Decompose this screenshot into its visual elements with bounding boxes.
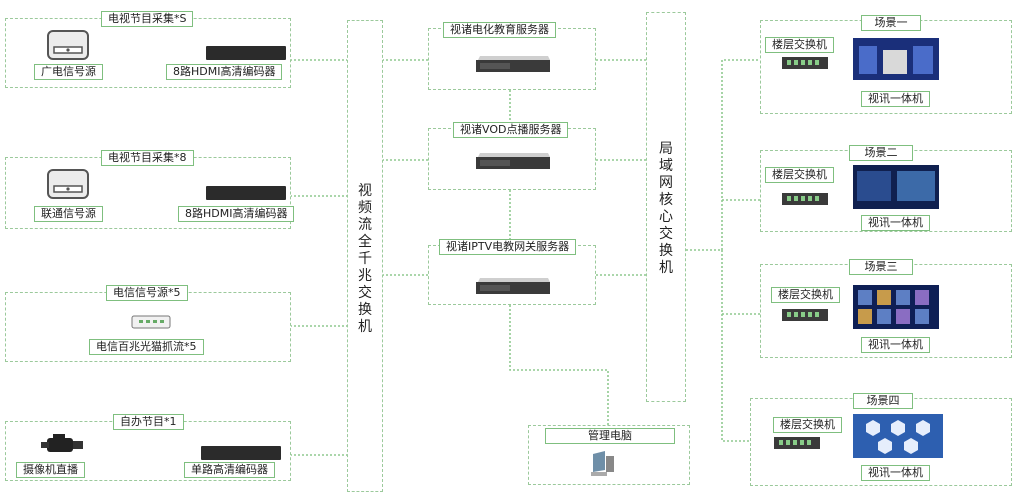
device-label: 电信百兆光猫抓流*5 — [89, 339, 204, 355]
encoder-device-icon — [201, 446, 281, 460]
rack-server-icon — [476, 278, 550, 294]
group-tv-capture-2: 电视节目采集*8 联通信号源 8路HDMI高清编码器 — [5, 150, 295, 229]
floor-switch-icon — [782, 193, 828, 205]
group-telecom-source: 电信信号源*5 电信百兆光猫抓流*5 — [5, 285, 291, 362]
terminal-label: 视讯一体机 — [861, 337, 930, 353]
encoder-device-icon — [206, 46, 286, 60]
computer-icon — [591, 451, 614, 476]
optical-modem-icon — [131, 315, 171, 329]
video-switch-label: 视频流全千兆交换机 — [358, 183, 372, 335]
source-label: 摄像机直播 — [16, 462, 85, 478]
terminal-label: 视讯一体机 — [861, 465, 930, 481]
floor-switch-label: 楼层交换机 — [773, 417, 842, 433]
floor-switch-icon — [782, 309, 828, 321]
video-gigabit-switch: 视频流全千兆交换机 — [347, 20, 383, 492]
server-vod: 视诸VOD点播服务器 — [428, 122, 596, 190]
scene-2: 场景二 楼层交换机 视讯一体机 — [760, 145, 1012, 232]
scene-3: 场景三 楼层交换机 视讯一体机 — [760, 259, 1012, 358]
device-label: 8路HDMI高清编码器 — [166, 64, 283, 80]
scene-4: 场景四 楼层交换机 视讯一体机 — [750, 393, 1012, 486]
scene-title: 场景二 — [849, 145, 913, 161]
signal-source-icon — [47, 30, 89, 60]
rack-server-icon — [476, 153, 550, 169]
scene-title: 场景三 — [849, 259, 913, 275]
device-label: 单路高清编码器 — [184, 462, 275, 478]
scene-1: 场景一 楼层交换机 视讯一体机 — [760, 15, 1012, 114]
group-self-program: 自办节目*1 摄像机直播 单路高清编码器 — [5, 414, 291, 481]
video-terminal-screen-icon — [853, 285, 939, 329]
terminal-label: 视讯一体机 — [861, 91, 930, 107]
admin-pc-label: 管理电脑 — [545, 428, 675, 444]
group-tv-capture-1: 电视节目采集*S 广电信号源 8路HDMI高清编码器 — [5, 11, 291, 88]
scene-title: 场景一 — [861, 15, 921, 31]
video-camera-icon — [41, 434, 83, 452]
server-education: 视诸电化教育服务器 — [428, 22, 596, 90]
server-iptv-gateway: 视诸IPTV电教网关服务器 — [428, 239, 596, 305]
admin-pc: 管理电脑 — [528, 425, 690, 485]
group-title: 自办节目*1 — [113, 414, 184, 430]
server-label: 视诸电化教育服务器 — [443, 22, 556, 38]
group-title: 电信信号源*5 — [106, 285, 188, 301]
source-label: 联通信号源 — [34, 206, 103, 222]
video-terminal-screen-icon — [853, 165, 939, 209]
server-label: 视诸VOD点播服务器 — [453, 122, 569, 138]
core-switch-label: 局域网核心交换机 — [659, 141, 673, 276]
floor-switch-icon — [782, 57, 828, 69]
lan-core-switch: 局域网核心交换机 — [646, 12, 686, 402]
floor-switch-icon — [774, 437, 820, 449]
signal-source-icon — [47, 169, 89, 199]
group-title: 电视节目采集*8 — [101, 150, 194, 166]
floor-switch-label: 楼层交换机 — [771, 287, 840, 303]
terminal-label: 视讯一体机 — [861, 215, 930, 231]
video-terminal-screen-icon — [853, 414, 943, 458]
source-label: 广电信号源 — [34, 64, 103, 80]
video-terminal-screen-icon — [853, 38, 939, 80]
floor-switch-label: 楼层交换机 — [765, 167, 834, 183]
floor-switch-label: 楼层交换机 — [765, 37, 834, 53]
encoder-device-icon — [206, 186, 286, 200]
server-label: 视诸IPTV电教网关服务器 — [439, 239, 577, 255]
group-title: 电视节目采集*S — [101, 11, 194, 27]
scene-title: 场景四 — [853, 393, 913, 409]
device-label: 8路HDMI高清编码器 — [178, 206, 295, 222]
rack-server-icon — [476, 56, 550, 72]
